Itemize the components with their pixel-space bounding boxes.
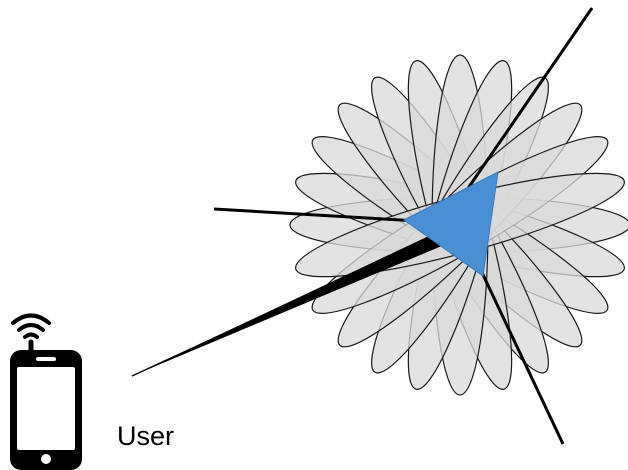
path-line-upper-right — [447, 7, 594, 217]
wifi-signal-icon — [11, 313, 51, 350]
base-station-icon — [403, 171, 499, 277]
smartphone-icon — [10, 350, 82, 470]
user-label: User — [117, 421, 175, 451]
main-beam-edge — [131, 237, 431, 377]
